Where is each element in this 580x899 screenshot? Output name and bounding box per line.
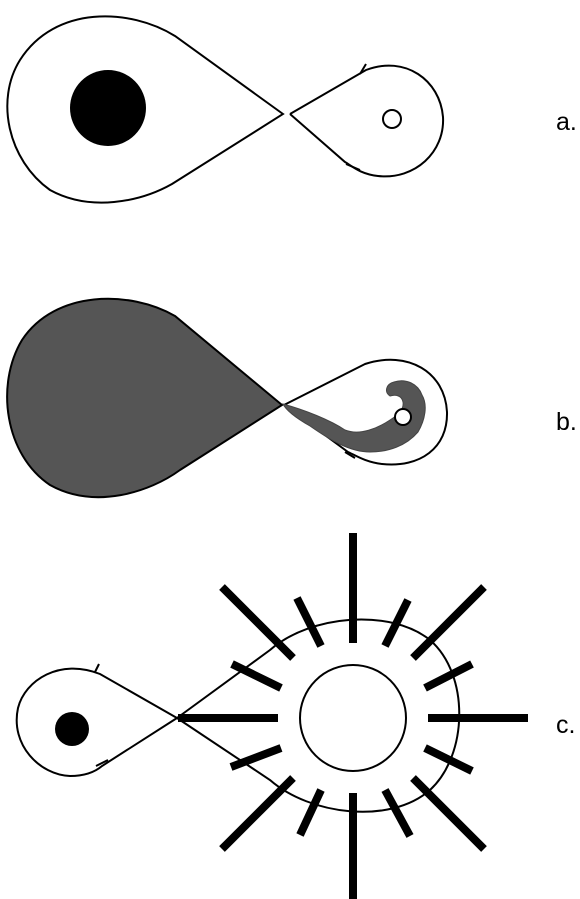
- roche-lobe-left-c: [17, 669, 177, 776]
- primary-star-a: [70, 70, 146, 146]
- compact-star-c: [55, 712, 89, 746]
- ray-ene: [425, 664, 472, 688]
- ray-nw: [222, 587, 293, 658]
- panel-a: [7, 16, 443, 202]
- ray-sse: [385, 790, 410, 836]
- ray-nnw: [297, 598, 321, 646]
- compact-companion-b: [395, 409, 411, 425]
- panel-c: [17, 533, 528, 899]
- ray-wnw: [232, 664, 281, 688]
- panel-label-b: b.: [556, 408, 577, 437]
- lobe-gap-mark-c1: [95, 664, 99, 672]
- ray-sw: [222, 778, 293, 849]
- ray-ssw: [300, 790, 321, 835]
- panel-label-a: a.: [556, 108, 577, 137]
- expanding-star-c: [300, 665, 406, 771]
- panel-label-c: c.: [556, 711, 575, 740]
- ray-wsw: [231, 748, 281, 767]
- panel-b: [7, 299, 447, 497]
- compact-companion-a: [383, 110, 401, 128]
- ray-ese: [425, 748, 472, 771]
- donor-filling-lobe-b: [7, 299, 282, 497]
- ray-se: [413, 778, 484, 849]
- ray-ne: [413, 587, 484, 658]
- lobe-gap-mark-a2: [346, 164, 360, 170]
- roche-lobe-right-a: [290, 66, 443, 177]
